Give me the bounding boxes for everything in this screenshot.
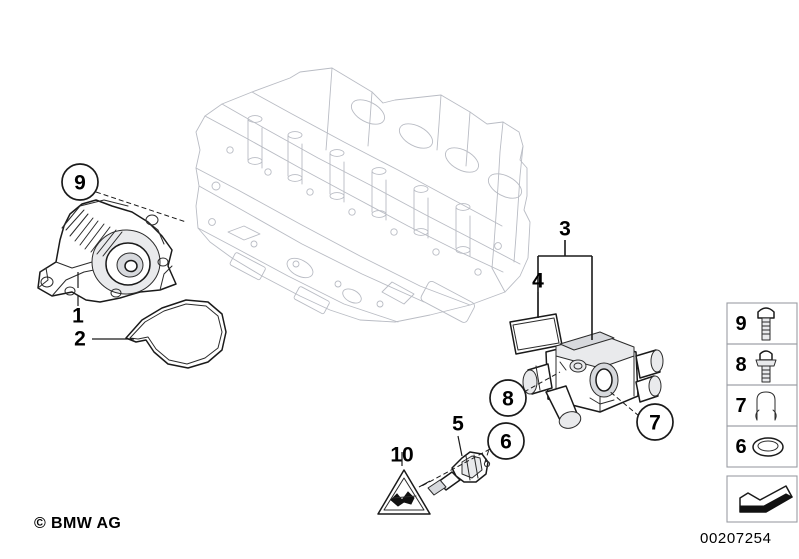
callout-6-label: 6: [500, 431, 512, 454]
water-pump-body: [37, 199, 177, 303]
drawing-number: 00207254: [700, 530, 772, 547]
legend-row-7-number: 7: [735, 395, 746, 417]
callout-5-label: 5: [452, 413, 464, 436]
callout-9[interactable]: 9: [61, 163, 99, 201]
hex-bolt-icon: [755, 350, 777, 383]
callout-1-label: 1: [72, 305, 84, 328]
leader-lines: [77, 191, 640, 488]
callout-10-label: 10: [390, 444, 413, 467]
head-bolt-boss-group: [208, 146, 502, 308]
o-ring-icon: [752, 437, 784, 457]
long-bolt-icon: [757, 307, 775, 341]
callout-6[interactable]: 6: [487, 422, 525, 460]
callout-3-label: 3: [559, 218, 571, 241]
valve-bore-group: [247, 115, 471, 257]
callout-2-label: 2: [74, 328, 86, 351]
housing-gasket: [509, 313, 563, 355]
thermostat-housing-body: [522, 331, 664, 429]
callout-7-label: 7: [649, 412, 661, 435]
clip-icon: [755, 391, 777, 421]
temperature-sensor: [427, 451, 491, 496]
legend-footer: [726, 475, 798, 523]
direction-arrow-icon: [739, 485, 794, 513]
deck-cutout-group: [227, 225, 475, 323]
pump-rib-group: [65, 209, 123, 257]
callout-8[interactable]: 8: [489, 379, 527, 417]
legend-row-9-number: 9: [735, 313, 746, 335]
warning-triangle-symbol: [377, 469, 431, 515]
intake-port-group: [350, 99, 523, 199]
callout-7[interactable]: 7: [636, 403, 674, 441]
water-pump-gasket: [125, 299, 227, 369]
legend-row-8-number: 8: [735, 354, 746, 376]
legend-row-6[interactable]: 6: [726, 425, 798, 468]
legend-row-7[interactable]: 7: [726, 384, 798, 427]
callout-9-label: 9: [74, 172, 86, 195]
legend-row-6-number: 6: [735, 436, 746, 458]
callout-8-label: 8: [502, 388, 514, 411]
cylinder-head-outline: [195, 67, 531, 323]
copyright-notice: © BMW AG: [34, 515, 122, 532]
legend-row-9[interactable]: 9: [726, 302, 798, 345]
callout-4-label: 4: [532, 270, 544, 293]
legend-row-8[interactable]: 8: [726, 343, 798, 386]
